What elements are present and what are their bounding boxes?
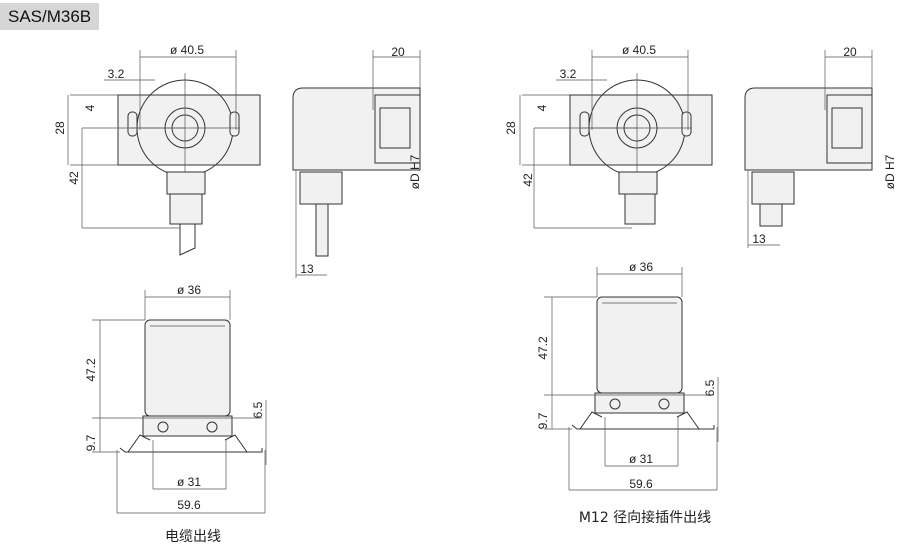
dim-9-7: 9.7: [536, 412, 550, 429]
dim-center: 42: [67, 171, 81, 185]
mounting-clamp: [119, 434, 263, 453]
bore: [379, 107, 411, 149]
dim-diameter-36: ø 36: [629, 260, 653, 274]
gland-nut: [169, 193, 203, 225]
dim-height: 28: [504, 121, 518, 135]
dim-slot: 3.2: [560, 67, 577, 81]
slot-left: [127, 111, 138, 137]
dim-center: 42: [521, 173, 535, 187]
m12-connector: [624, 193, 656, 225]
dim-depth: 20: [391, 45, 405, 59]
dim-width: 59.6: [177, 498, 201, 512]
caption-cable: 电缆出线: [165, 529, 221, 545]
slot-right: [229, 111, 240, 137]
side-m12: [759, 203, 783, 227]
mounting-clamp: [571, 411, 715, 430]
dim-spigot: ø 31: [177, 475, 201, 489]
dim-width: 59.6: [629, 477, 653, 491]
dim-height: 28: [53, 121, 67, 135]
model-title: SAS/M36B: [0, 3, 100, 30]
screw: [206, 421, 218, 433]
dim-9-7: 9.7: [84, 434, 98, 451]
bore-section: [826, 94, 873, 164]
dim-depth: 20: [843, 45, 857, 59]
dim-slot: 3.2: [108, 67, 125, 81]
dim-bore: øD H7: [408, 154, 422, 189]
dim-bore: øD H7: [883, 154, 897, 189]
cable-gland: [618, 171, 658, 195]
dim-offset: 4: [83, 104, 97, 111]
dim-diameter: ø 40.5: [170, 43, 204, 57]
bore: [831, 107, 863, 149]
housing-body: [144, 319, 231, 417]
dim-6-5: 6.5: [251, 401, 265, 418]
screw: [658, 398, 670, 410]
slot-left: [579, 111, 590, 137]
slot-right: [681, 111, 692, 137]
screw: [157, 421, 169, 433]
cable: [179, 224, 196, 256]
cable-gland: [166, 171, 206, 195]
side-gland: [751, 171, 795, 205]
flange-block: [142, 415, 233, 437]
dim-diameter: ø 40.5: [622, 43, 656, 57]
dim-nut: 13: [752, 232, 766, 246]
bore-section: [374, 94, 421, 164]
dim-nut: 13: [300, 262, 314, 276]
housing-body: [596, 296, 683, 394]
dim-47-2: 47.2: [536, 336, 550, 360]
caption-m12: M12 径向接插件出线: [579, 509, 711, 526]
side-gland: [299, 171, 343, 205]
dim-47-2: 47.2: [84, 358, 98, 382]
screw: [609, 398, 621, 410]
dim-6-5: 6.5: [703, 379, 717, 396]
dim-spigot: ø 31: [629, 452, 653, 466]
dim-diameter-36: ø 36: [177, 283, 201, 297]
side-cable: [315, 203, 329, 257]
flange-block: [594, 392, 685, 414]
dim-offset: 4: [535, 104, 549, 111]
